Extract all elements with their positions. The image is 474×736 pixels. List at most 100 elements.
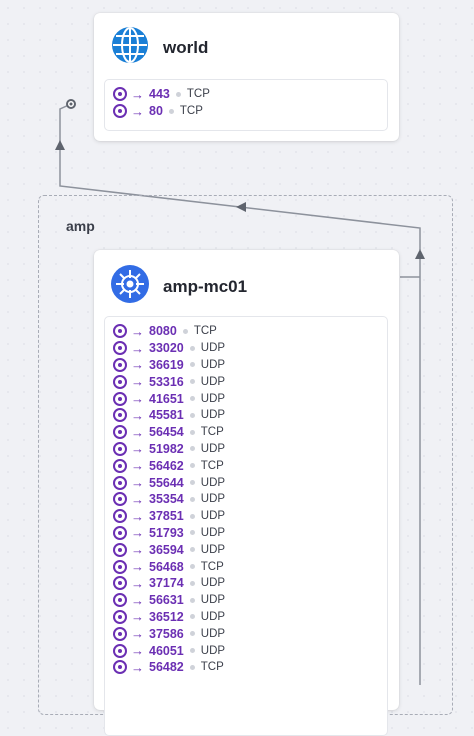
port-protocol: UDP	[200, 493, 226, 506]
port-protocol: TCP	[200, 426, 224, 439]
separator-dot	[189, 362, 195, 368]
port-number: 37586	[149, 626, 184, 641]
port-target-icon	[113, 87, 127, 102]
edge-endpoint	[66, 99, 76, 109]
port-number: 56462	[149, 458, 184, 473]
arrow-right-icon: →	[131, 407, 144, 423]
separator-dot	[189, 564, 195, 570]
edge-arrow-up-left	[55, 140, 65, 150]
port-row[interactable]: → 51793 UDP	[113, 525, 387, 542]
port-protocol: UDP	[200, 526, 226, 539]
globe-icon	[110, 25, 150, 70]
separator-dot	[189, 580, 195, 586]
port-protocol: TCP	[200, 661, 224, 674]
arrow-right-icon: →	[131, 525, 144, 541]
arrow-right-icon: →	[131, 475, 144, 491]
port-target-icon	[113, 576, 127, 591]
separator-dot	[189, 446, 195, 452]
arrow-right-icon: →	[131, 542, 144, 558]
arrow-right-icon: →	[131, 575, 144, 591]
separator-dot	[189, 463, 195, 469]
port-protocol: UDP	[200, 375, 226, 388]
arrow-right-icon: →	[131, 659, 144, 675]
arrow-right-icon: →	[131, 626, 144, 642]
port-target-icon	[113, 425, 127, 440]
arrow-right-icon: →	[131, 609, 144, 625]
port-number: 37174	[149, 576, 184, 591]
separator-dot	[189, 648, 195, 654]
port-number: 55644	[149, 475, 184, 490]
port-number: 53316	[149, 374, 184, 389]
port-target-icon	[113, 475, 127, 490]
port-target-icon	[113, 408, 127, 423]
port-target-icon	[113, 341, 127, 356]
arrow-right-icon: →	[131, 491, 144, 507]
namespace-label: amp	[66, 218, 95, 234]
port-number: 36619	[149, 357, 184, 372]
port-target-icon	[113, 104, 127, 119]
port-protocol: UDP	[200, 610, 226, 623]
port-number: 51793	[149, 525, 184, 540]
port-protocol: TCP	[200, 459, 224, 472]
port-target-icon	[113, 542, 127, 557]
separator-dot	[189, 631, 195, 637]
port-row[interactable]: → 36512 UDP	[113, 609, 387, 626]
arrow-right-icon: →	[131, 340, 144, 356]
separator-dot	[189, 345, 195, 351]
port-row[interactable]: → 35354 UDP	[113, 491, 387, 508]
port-target-icon	[113, 525, 127, 540]
port-number: 35354	[149, 492, 184, 507]
arrow-right-icon: →	[131, 559, 144, 575]
port-number: 51982	[149, 441, 184, 456]
port-number: 36512	[149, 609, 184, 624]
port-target-icon	[113, 559, 127, 574]
port-target-icon	[113, 626, 127, 641]
separator-dot	[189, 614, 195, 620]
separator-dot	[189, 547, 195, 553]
arrow-right-icon: →	[131, 424, 144, 440]
port-number: 80	[149, 104, 163, 119]
port-number: 41651	[149, 391, 184, 406]
port-protocol: UDP	[200, 543, 226, 556]
port-target-icon	[113, 492, 127, 507]
port-protocol: UDP	[200, 442, 226, 455]
port-target-icon	[113, 374, 127, 389]
separator-dot	[189, 597, 195, 603]
port-protocol: TCP	[179, 105, 203, 118]
port-row[interactable]: → 51982 UDP	[113, 441, 387, 458]
port-protocol: TCP	[193, 325, 217, 338]
separator-dot	[189, 513, 195, 519]
port-protocol: UDP	[200, 358, 226, 371]
port-target-icon	[113, 643, 127, 658]
separator-dot	[189, 496, 195, 502]
kubernetes-icon	[110, 264, 150, 309]
arrow-right-icon: →	[131, 441, 144, 457]
separator-dot	[189, 480, 195, 486]
separator-dot	[189, 664, 195, 670]
arrow-right-icon: →	[131, 508, 144, 524]
port-number: 45581	[149, 408, 184, 423]
